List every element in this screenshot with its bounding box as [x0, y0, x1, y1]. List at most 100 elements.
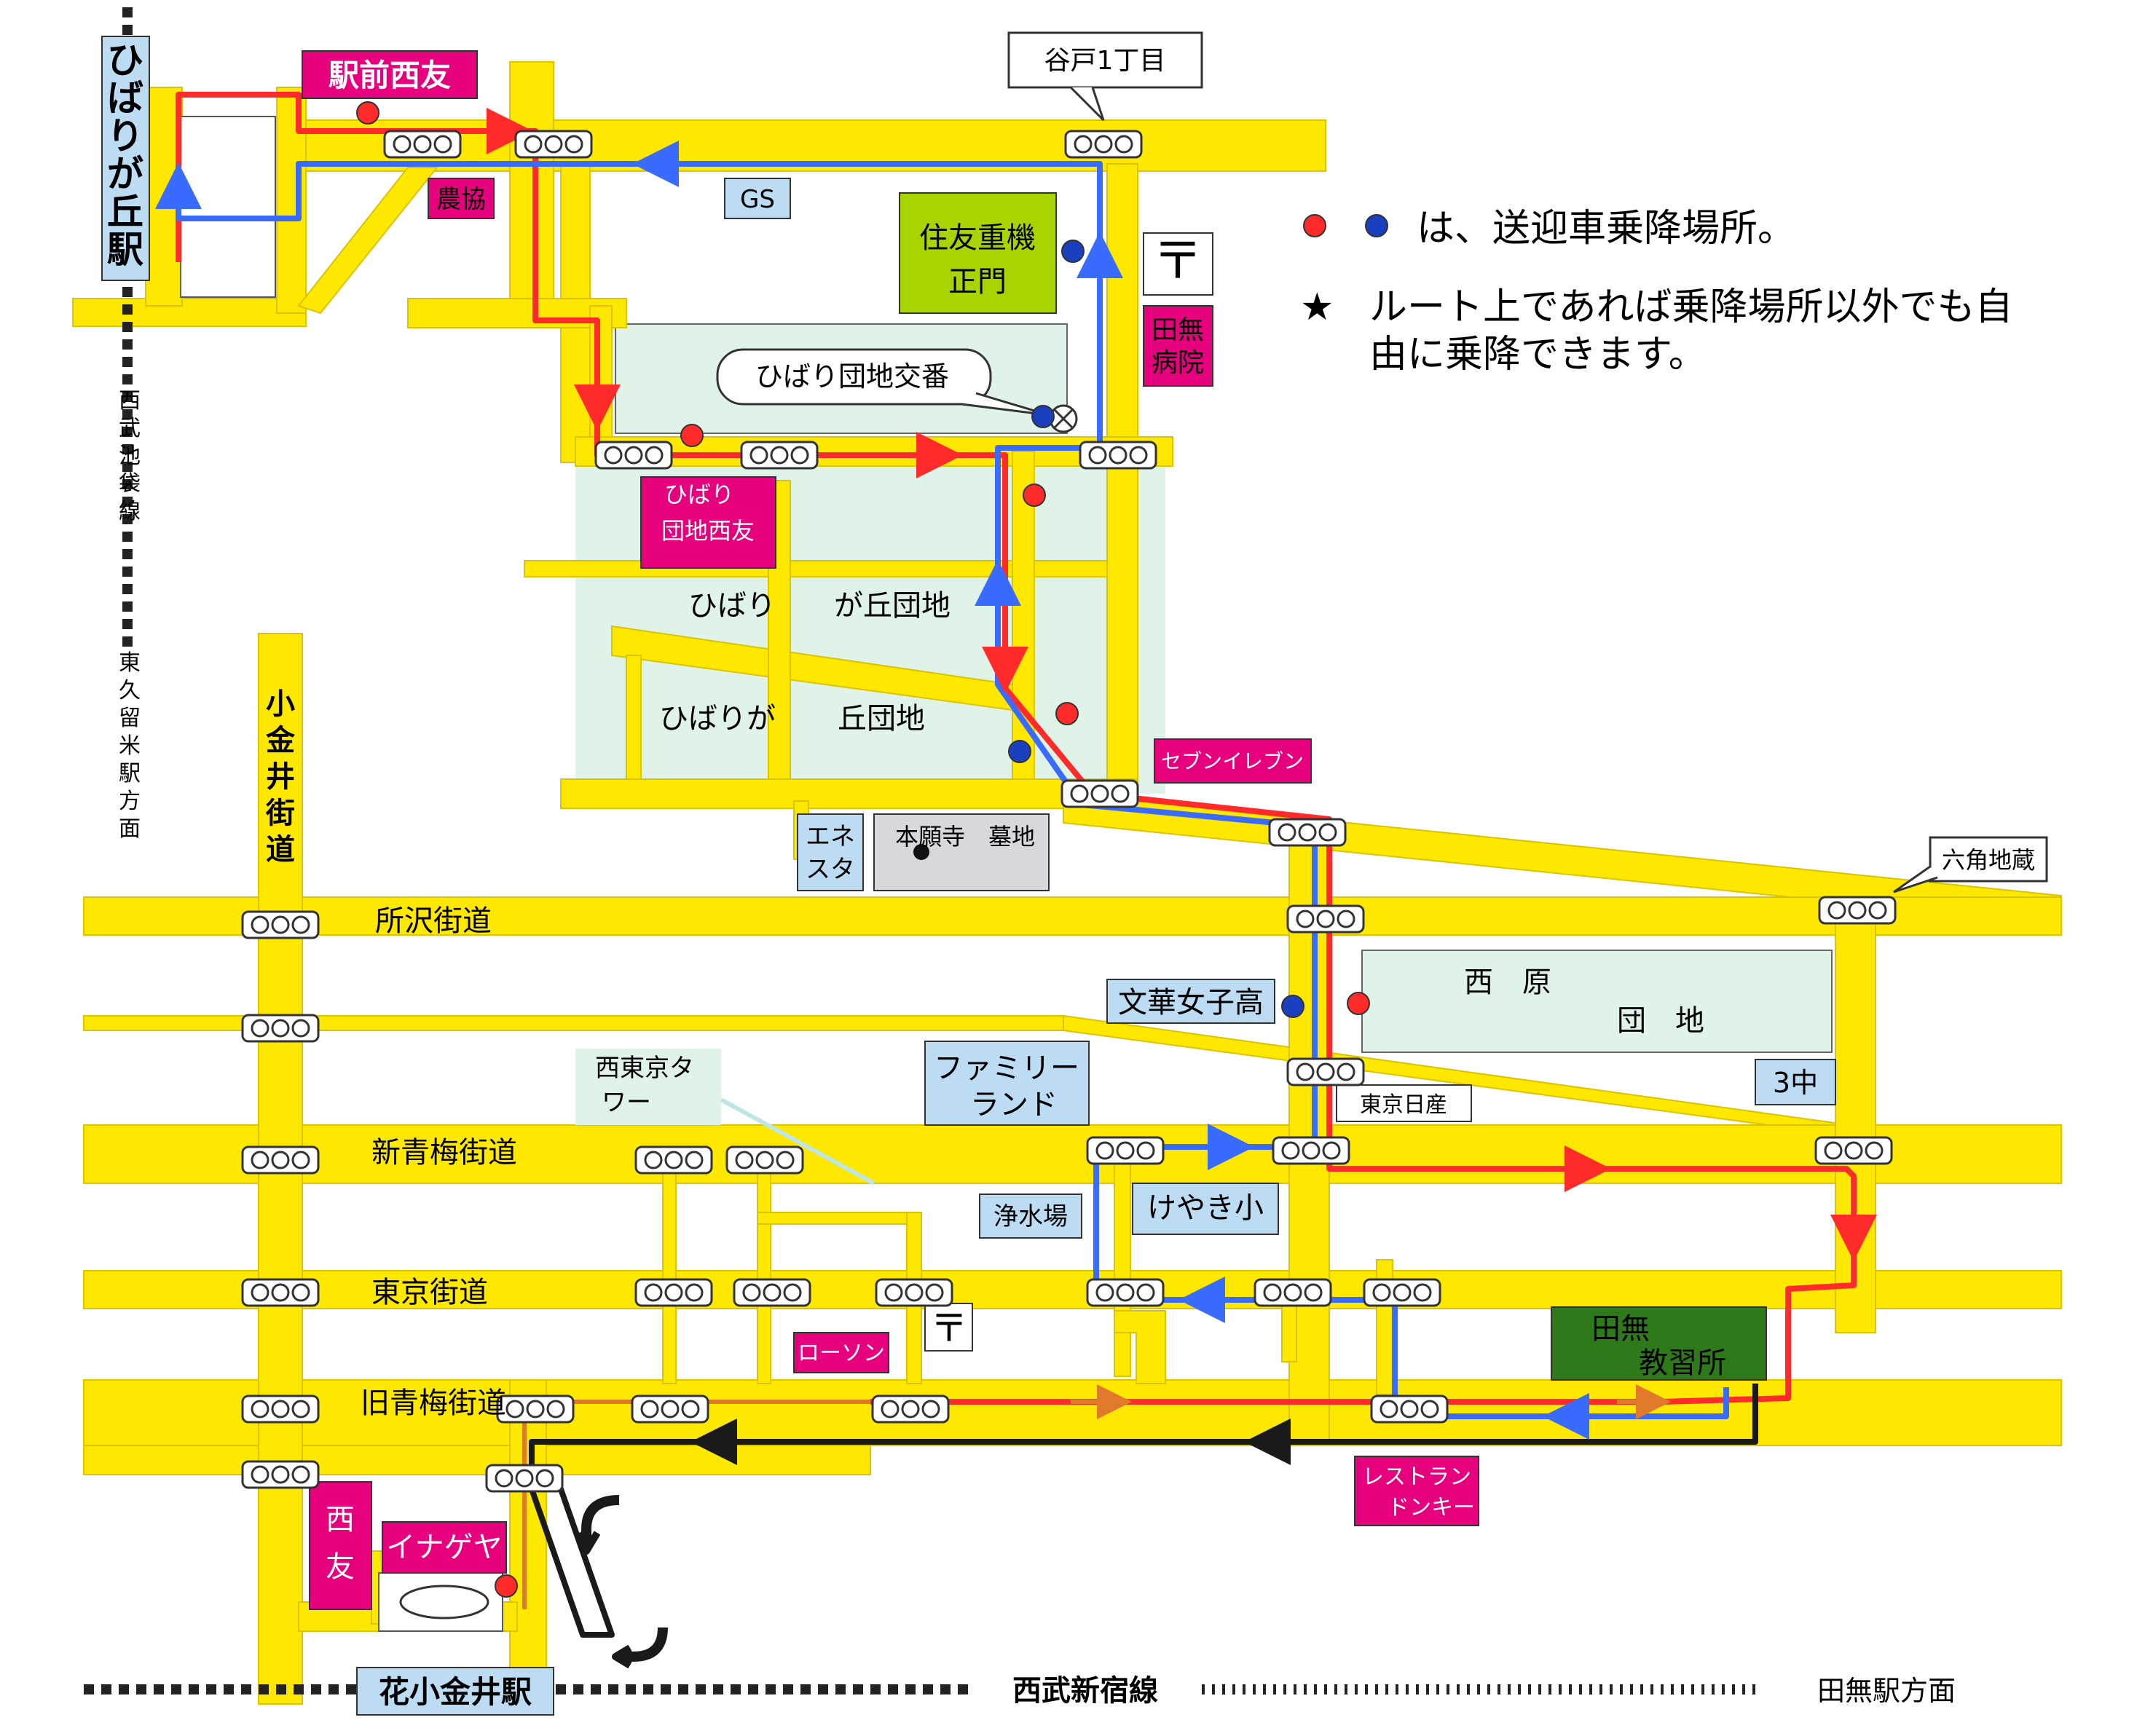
higashikurume-label: 東久留米駅方面: [119, 650, 141, 842]
blue-stop-sumitomo: [1061, 240, 1085, 263]
traffic-signal-icon: [1268, 818, 1347, 847]
tanashi-hospital-label-2: 病院: [1152, 348, 1204, 378]
ikebukuro-line-label: 西武池袋線: [119, 388, 141, 524]
donkey-box: [1354, 1456, 1479, 1526]
red-stop-nishihara: [1347, 992, 1370, 1015]
bunka-label: 文華女子高: [1118, 986, 1264, 1019]
tokorozawa-road-label: 所沢街道: [375, 904, 492, 938]
traffic-signal-icon: [383, 130, 462, 159]
labels: ひばりが丘駅 西武池袋線 東久留米駅方面 小金井街道 駅前西友 谷戸1丁目 農協…: [107, 39, 2035, 1710]
seven-eleven-label: セブンイレブン: [1161, 749, 1304, 773]
tokyo-road-label: 東京街道: [371, 1276, 488, 1309]
tokyo-road: [83, 1270, 2062, 1309]
traffic-signal-icon: [1818, 896, 1897, 925]
gs-label: GS: [740, 185, 775, 214]
danchi-west-road: [589, 305, 613, 459]
traffic-signal-icon: [634, 1278, 713, 1307]
tanashi-hospital-label-1: 田無: [1152, 315, 1204, 345]
diagonal-road: [297, 167, 439, 315]
danchi-label-a1: ひばり: [688, 589, 776, 623]
traffic-signal-icon: [241, 1394, 320, 1424]
kyu-ome-road: [83, 1379, 2062, 1446]
seiyu-label-2: 友: [326, 1550, 355, 1584]
traffic-signal-icon: [241, 1278, 320, 1307]
nishitokyo-tower-label-2: ワー: [602, 1088, 651, 1117]
traffic-signal-icon: [1086, 1136, 1165, 1165]
lawson-box: [793, 1332, 889, 1373]
u-turn-arrow-1: [581, 1495, 620, 1544]
nokyo-box: [428, 178, 495, 219]
traffic-signal-icon: [1060, 779, 1139, 808]
legend-stop-text: は、送迎車乗降場所。: [1417, 207, 1796, 250]
danchi-areas: [575, 323, 1833, 1053]
red-stop-inageya: [495, 1574, 518, 1598]
buildings: [101, 36, 1836, 1716]
connector-1: [662, 1157, 677, 1384]
tanashi-hospital-box: [1143, 305, 1213, 387]
traffic-signal-icon: [631, 1394, 709, 1424]
ekimae-seiyu-label: 駅前西友: [328, 58, 451, 93]
red-stop-seven: [1055, 702, 1079, 725]
traffic-signal-icon: [514, 130, 593, 159]
honganji-box: [873, 813, 1050, 891]
blue-stop-danchi-south: [1008, 740, 1031, 763]
nishihara-label-1: 西 原: [1464, 966, 1551, 999]
danchi-south-road: [560, 778, 1137, 809]
traffic-signal-icon: [1363, 1278, 1441, 1307]
donkey-label-2: ドンキー: [1388, 1495, 1475, 1520]
enesta-label-1: エネ: [806, 822, 855, 851]
sumitomo-label-1: 住友重機: [919, 221, 1036, 255]
traffic-signal-icon: [1254, 1278, 1332, 1307]
traffic-signal-icon: [1814, 1136, 1893, 1165]
keyaki-box: [1132, 1183, 1279, 1235]
traffic-signal-icon: [241, 910, 320, 939]
koban-x-icon: [1053, 409, 1074, 429]
traffic-signal-icon: [875, 1278, 953, 1307]
inageya-box: [382, 1521, 507, 1574]
legend-star: ★: [1300, 285, 1334, 329]
kyu-ome-lower: [83, 1445, 871, 1475]
callouts: [716, 31, 2048, 1185]
sumitomo-label-2: 正門: [948, 265, 1007, 299]
blue-stop-bunka: [1281, 995, 1304, 1018]
rokkaku-callout-tail: [1893, 865, 1938, 893]
shin-ome-road-label: 新青梅街道: [371, 1136, 517, 1169]
red-stop-danchi-north: [680, 424, 704, 447]
traffic-signal-icon: [1064, 130, 1143, 159]
sanchu-box: [1755, 1059, 1836, 1105]
rokkaku-callout: [1929, 836, 2048, 883]
family-land-label-2: ランド: [970, 1088, 1058, 1121]
yato-callout: [1007, 31, 1203, 89]
inageya-label: イナゲヤ: [386, 1531, 502, 1564]
sumitomo-box: [899, 192, 1057, 314]
danchi-label-a2: が丘団地: [834, 589, 951, 623]
koban-callout: [716, 348, 992, 406]
rokkaku-label: 六角地蔵: [1942, 846, 2035, 874]
keyaki-label: けやき小: [1147, 1191, 1264, 1225]
danchi-inner-v-3: [626, 655, 642, 794]
danchi-label-b1: ひばりが: [659, 702, 776, 735]
danchi-seiyu-label-2: 団地西友: [661, 517, 755, 545]
honganji-dot: [913, 844, 929, 860]
hospital-road: [1106, 163, 1138, 813]
tokyo-nissan-box: [1336, 1084, 1472, 1122]
black-route: [529, 1384, 1758, 1638]
tower-pointer: [720, 1097, 875, 1185]
legend-star-text-1: ルート上であれば乗降場所以外でも自: [1369, 285, 2013, 329]
danchi-seiyu-label-1: ひばり: [664, 481, 734, 508]
traffic-signal-icon: [1286, 1057, 1365, 1086]
roundabout: [399, 1585, 489, 1619]
traffic-signal-icon: [241, 1460, 320, 1489]
legend-blue-dot: [1365, 214, 1388, 237]
traffic-signal-icon: [871, 1394, 950, 1424]
traffic-signal-icon: [1286, 904, 1365, 934]
u-turn-arrow-2-head: [612, 1644, 632, 1669]
seiyu-box: [309, 1481, 372, 1610]
hanakoganei-station-label: 花小金井駅: [379, 1674, 532, 1710]
nokyo-road: [509, 61, 554, 310]
u-turn-arrow-1-head: [575, 1531, 601, 1555]
traffic-signal-icon: [485, 1464, 564, 1493]
red-route: [176, 92, 1857, 1405]
traffic-signal-icon: [241, 1145, 320, 1175]
shinjuku-line-label: 西武新宿線: [1012, 1674, 1158, 1708]
